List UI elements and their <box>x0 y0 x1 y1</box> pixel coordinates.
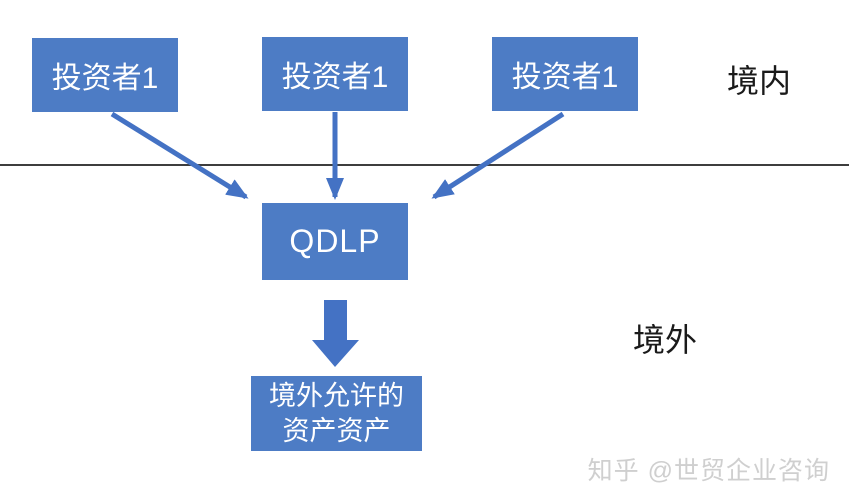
investor-box-1: 投资者1 <box>32 38 178 112</box>
qdlp-box: QDLP <box>262 203 408 280</box>
overseas-assets-line1: 境外允许的 <box>269 380 404 411</box>
watermark: 知乎 @世贸企业咨询 <box>587 457 830 485</box>
investor-box-2: 投资者1 <box>262 37 408 111</box>
arrow-investor3-to-qdlp <box>431 111 565 200</box>
domestic-overseas-divider-line <box>0 164 849 166</box>
overseas-assets-box: 境外允许的 资产资产 <box>251 376 422 451</box>
region-label-overseas: 境外 <box>633 322 698 358</box>
region-label-domestic: 境内 <box>727 63 792 99</box>
block-arrow-qdlp-to-assets <box>312 300 359 367</box>
investor-box-3: 投资者1 <box>492 37 638 111</box>
overseas-assets-line2: 资产资产 <box>282 415 391 446</box>
arrow-investor1-to-qdlp <box>110 111 249 200</box>
